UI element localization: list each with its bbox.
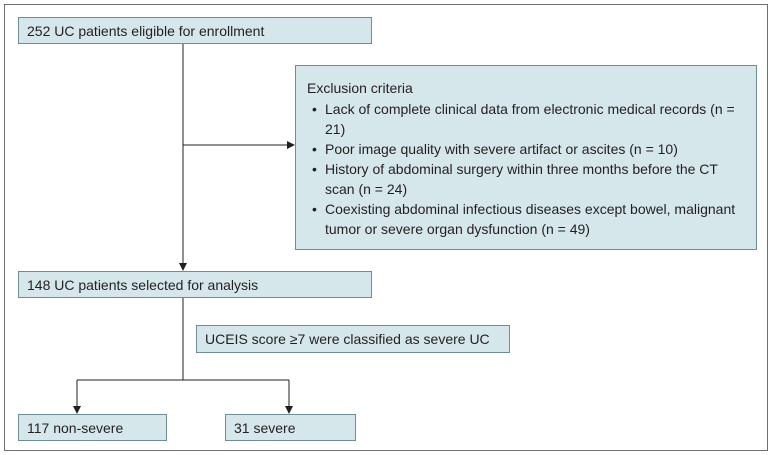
eligible-patients-box: 252 UC patients eligible for enrollment [18,17,372,44]
selected-patients-box: 148 UC patients selected for analysis [18,271,372,298]
exclusion-criterion-item: Poor image quality with severe artifact … [312,139,746,159]
severe-group-box: 31 severe [225,414,356,441]
exclusion-criterion-item: History of abdominal surgery within thre… [312,159,746,199]
classification-note-box: UCEIS score ≥7 were classified as severe… [196,325,510,353]
exclusion-criteria-box: Exclusion criteria Lack of complete clin… [295,65,757,250]
non-severe-group-box: 117 non-severe [18,414,167,441]
diagram-frame [4,4,768,451]
exclusion-criterion-item: Coexisting abdominal infectious diseases… [312,199,746,239]
exclusion-criteria-list: Lack of complete clinical data from elec… [307,99,746,239]
exclusion-criteria-title: Exclusion criteria [307,80,413,96]
exclusion-criterion-item: Lack of complete clinical data from elec… [312,99,746,139]
